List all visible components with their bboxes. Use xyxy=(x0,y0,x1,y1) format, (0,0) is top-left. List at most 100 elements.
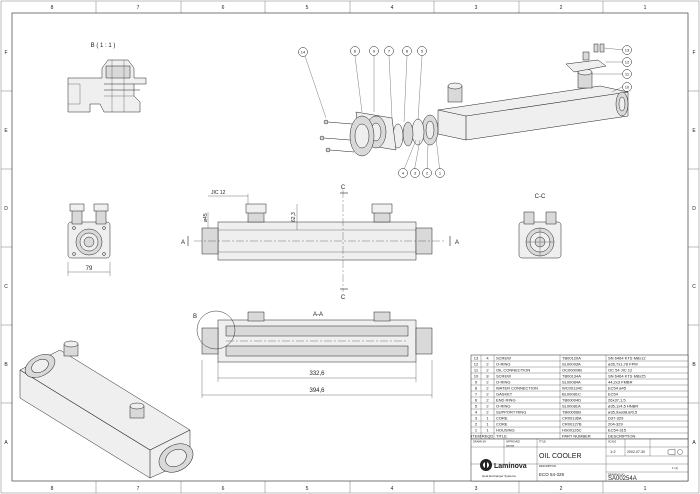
table-cell-pos: 2 xyxy=(475,421,478,426)
table-cell-part: HS00126C xyxy=(562,427,582,432)
balloon-13: 13 xyxy=(625,48,630,53)
approved-label: APPROVED xyxy=(506,441,520,444)
balloon-6: 6 xyxy=(354,49,357,54)
parts-table xyxy=(470,354,689,440)
table-cell-qty: 2 xyxy=(486,379,489,384)
drawn-by-value: tomas xyxy=(506,444,515,448)
zone-left-a: A xyxy=(4,440,8,446)
table-cell-qty: 2 xyxy=(486,385,489,390)
balloon-12: 12 xyxy=(625,60,630,65)
table-cell-desc: 26x37,1,5 xyxy=(608,397,626,402)
table-cell-part: TB00120A xyxy=(562,355,581,360)
zone-top-1: 1 xyxy=(644,5,647,11)
section-aa-label: A-A xyxy=(313,312,323,318)
table-cell-pos: 11 xyxy=(474,367,479,372)
table-cell-part: WC00134C xyxy=(562,385,583,390)
zone-top-8: 8 xyxy=(51,5,54,11)
section-aa-view xyxy=(196,310,433,398)
zone-left-b: B xyxy=(4,362,8,368)
zone-left-d: D xyxy=(4,206,8,212)
table-header-part: PART NUMBER xyxy=(562,433,591,438)
table-cell-part: TB00134A xyxy=(562,373,581,378)
description-label: DESCRIPTION xyxy=(539,465,556,468)
zone-bottom-2: 2 xyxy=(560,486,563,492)
cut-a-right: A xyxy=(455,240,459,246)
zone-bottom-5: 5 xyxy=(306,486,309,492)
company-tagline: Heat Exchanger Systems xyxy=(482,474,516,478)
table-cell-pos: 5 xyxy=(475,403,478,408)
table-cell-name: SCREW xyxy=(496,355,511,360)
cut-a-left: A xyxy=(181,240,185,246)
assembled-view xyxy=(19,340,194,479)
detail-b-marker: B xyxy=(193,314,197,320)
table-cell-desc: 44,2x3 FMBR xyxy=(608,379,633,384)
zone-top-4: 4 xyxy=(391,5,394,11)
title-label: TITLE xyxy=(539,441,546,444)
table-cell-pos: 10 xyxy=(474,373,479,378)
end-view xyxy=(67,203,111,276)
table-cell-name: SCREW xyxy=(496,373,511,378)
laminova-logo xyxy=(480,459,492,471)
table-cell-pos: 1 xyxy=(475,427,478,432)
dim-332-6: 332,6 xyxy=(309,371,325,377)
table-cell-part: TB00006B xyxy=(562,409,581,414)
table-cell-desc: EC54 ø45 xyxy=(608,385,627,390)
balloon-11: 11 xyxy=(625,72,630,77)
zone-right-c: C xyxy=(692,284,696,290)
table-cell-qty: 2 xyxy=(486,397,489,402)
zone-top-7: 7 xyxy=(137,5,140,11)
zone-right-d: D xyxy=(692,206,696,212)
table-cell-part: CR00136A xyxy=(562,415,582,420)
company-name: Laminova xyxy=(494,463,527,470)
drawn-by-label: DRAWN BY xyxy=(473,441,487,444)
table-cell-name: SUPPORT RING xyxy=(496,409,526,414)
table-cell-pos: 6 xyxy=(475,397,478,402)
table-cell-desc: EC54-315 xyxy=(608,427,627,432)
table-cell-part: SL00081A xyxy=(562,403,581,408)
balloon-7: 7 xyxy=(388,49,391,54)
table-cell-qty: 1 xyxy=(486,421,489,426)
table-cell-desc: D37-329 xyxy=(608,415,624,420)
dim-d45: ø45 xyxy=(203,213,209,222)
projection-symbol-circle xyxy=(677,449,683,455)
balloon-5: 5 xyxy=(421,49,424,54)
zone-right-b: B xyxy=(692,362,696,368)
table-cell-part: BL00081C xyxy=(562,391,581,396)
table-cell-name: WATER CONNECTION xyxy=(496,385,538,390)
zone-top-5: 5 xyxy=(306,5,309,11)
zone-right-e: E xyxy=(692,128,696,134)
table-cell-name: HOUSING xyxy=(496,427,515,432)
table-cell-part: SL00084A xyxy=(562,379,581,384)
sheet-number: 1 (1) xyxy=(672,466,678,470)
table-header-desc: DESCRIPTION xyxy=(608,433,635,438)
balloon-1: 1 xyxy=(439,171,442,176)
zone-bottom-3: 3 xyxy=(475,486,478,492)
dim-jic12: JIC 12 xyxy=(211,190,226,196)
drawing-title: OIL COOLER xyxy=(539,453,582,460)
table-cell-qty: 2 xyxy=(486,403,489,408)
date-value: 2002-07-30 xyxy=(627,450,645,454)
projection-symbol-cone xyxy=(667,448,676,456)
zone-right-a: A xyxy=(692,440,696,446)
table-cell-desc: ø26,7x1,78 FPM xyxy=(608,361,638,366)
balloon-8: 8 xyxy=(406,49,409,54)
section-cc-view xyxy=(518,211,562,259)
table-cell-part: SL00093A xyxy=(562,361,581,366)
drawing-no: SA00254A xyxy=(608,476,637,482)
detail-b-label: B ( 1 : 1 ) xyxy=(91,43,116,49)
balloon-2: 2 xyxy=(426,171,429,176)
table-cell-pos: 12 xyxy=(474,361,479,366)
table-cell-qty: 2 xyxy=(486,409,489,414)
table-cell-desc: ø35,1x4,5 HNBR xyxy=(608,403,638,408)
scale-value: 1:2 xyxy=(610,449,616,454)
dim-79: 79 xyxy=(86,266,93,272)
zone-top-6: 6 xyxy=(222,5,225,11)
table-cell-qty: 1 xyxy=(486,427,489,432)
zone-left-f: F xyxy=(4,50,7,56)
zone-left-c: C xyxy=(4,284,8,290)
table-header-pos: ITEM xyxy=(471,433,481,438)
table-cell-qty: 1 xyxy=(486,415,489,420)
